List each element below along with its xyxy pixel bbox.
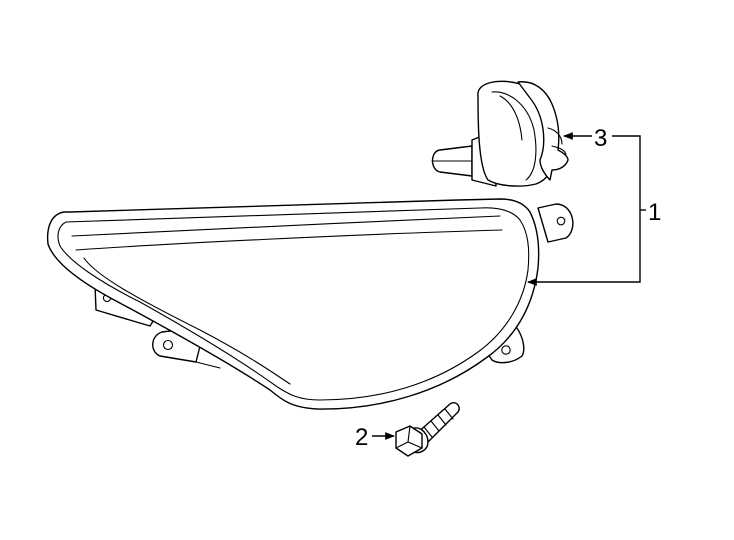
bulb-base-ring-inner [499,95,523,141]
fog-lamp-assembly [46,198,574,410]
lower-tab-edge [195,361,221,369]
upper-ear-hole [556,216,566,226]
upper-right-ear [537,203,574,243]
callout-leaders [372,132,646,440]
bolt-thread-3 [437,414,447,426]
lens-top-rib-inner [75,229,503,251]
bolt-thread-1 [423,426,433,438]
lamp-lens-body [46,198,540,410]
bolt [395,402,460,457]
bolt-thread-4 [444,408,454,420]
bulb-collar-detail-2 [551,145,567,157]
lens-reflector-curve [83,257,291,385]
lens-top-rib [71,215,501,237]
right-lower-tab-hole [501,345,511,355]
lower-tab-hole [162,339,174,351]
bolt-hex-edge-2 [407,441,423,449]
bolt-thread-2 [430,420,440,432]
lens-inner-bezel [57,207,530,401]
bulb [431,80,569,187]
leader-1-bracket [527,135,641,286]
callout-3-label: 3 [594,125,607,152]
bulb-collar [517,81,569,181]
bulb-base-ring [491,91,537,181]
callout-1-label: 1 [648,199,661,226]
callout-2-label: 2 [355,424,368,451]
bulb-collar-detail [547,127,563,145]
